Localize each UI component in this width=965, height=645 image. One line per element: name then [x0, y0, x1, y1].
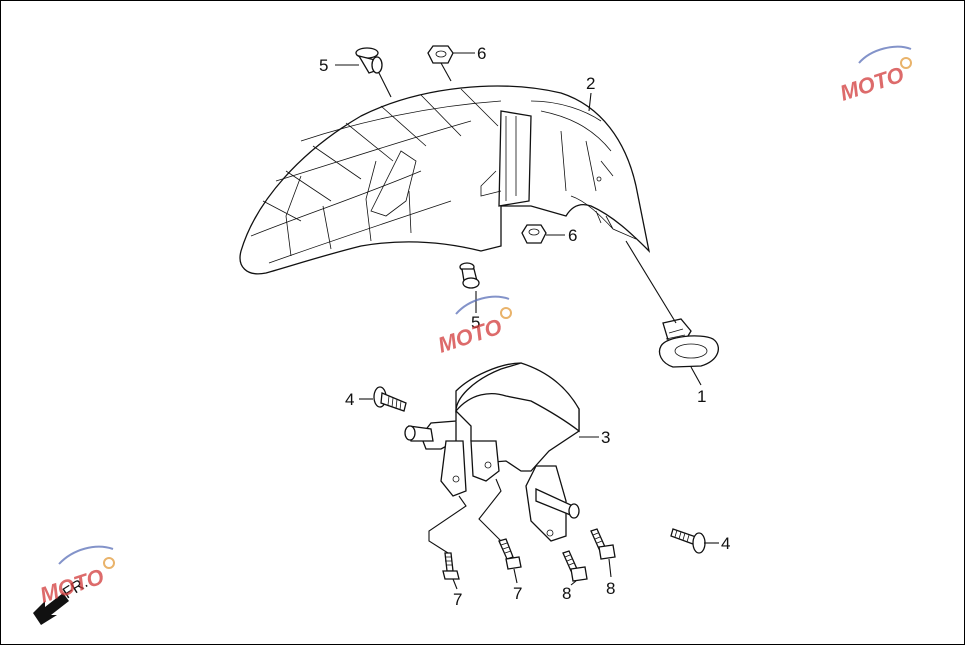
nut-bottom	[521, 224, 547, 244]
callout-4-upper: 4	[345, 390, 354, 409]
watermark-text: MOTO	[837, 62, 907, 106]
callout-8-right: 8	[606, 579, 615, 598]
watermark-logo-top-right: MOTO	[837, 45, 912, 106]
bolt-7-left	[442, 552, 460, 580]
watermark-logo-center: MOTO	[435, 295, 512, 358]
rivet-bottom	[459, 262, 480, 289]
reflector	[658, 318, 719, 368]
leader-lines	[335, 52, 719, 590]
callout-3: 3	[601, 428, 610, 447]
callout-6-top: 6	[477, 44, 486, 63]
watermark-text: MOTO	[37, 564, 107, 608]
screw-upper	[373, 386, 407, 412]
nut-top	[427, 45, 454, 64]
callout-5-top: 5	[319, 56, 328, 75]
screw-lower	[670, 528, 706, 554]
callout-5-bottom: 5	[471, 313, 480, 332]
watermark-text: MOTO	[435, 314, 505, 358]
rivet-top	[355, 47, 383, 74]
callout-7-right: 7	[513, 584, 522, 603]
bolt-8-right	[590, 528, 616, 560]
callout-7-left: 7	[453, 590, 462, 609]
callout-1: 1	[697, 387, 706, 406]
fender-bracket	[404, 362, 580, 542]
arrow-down-left-icon	[33, 593, 69, 625]
front-fender	[239, 85, 651, 275]
callout-4-lower: 4	[721, 534, 730, 553]
callout-8-left: 8	[562, 584, 571, 603]
callout-6-bottom: 6	[568, 226, 577, 245]
bolt-8-left	[562, 550, 588, 582]
bolt-7-right	[498, 538, 522, 570]
watermark-logo-bottom-left: MOTO	[37, 545, 115, 608]
callout-2: 2	[586, 74, 595, 93]
